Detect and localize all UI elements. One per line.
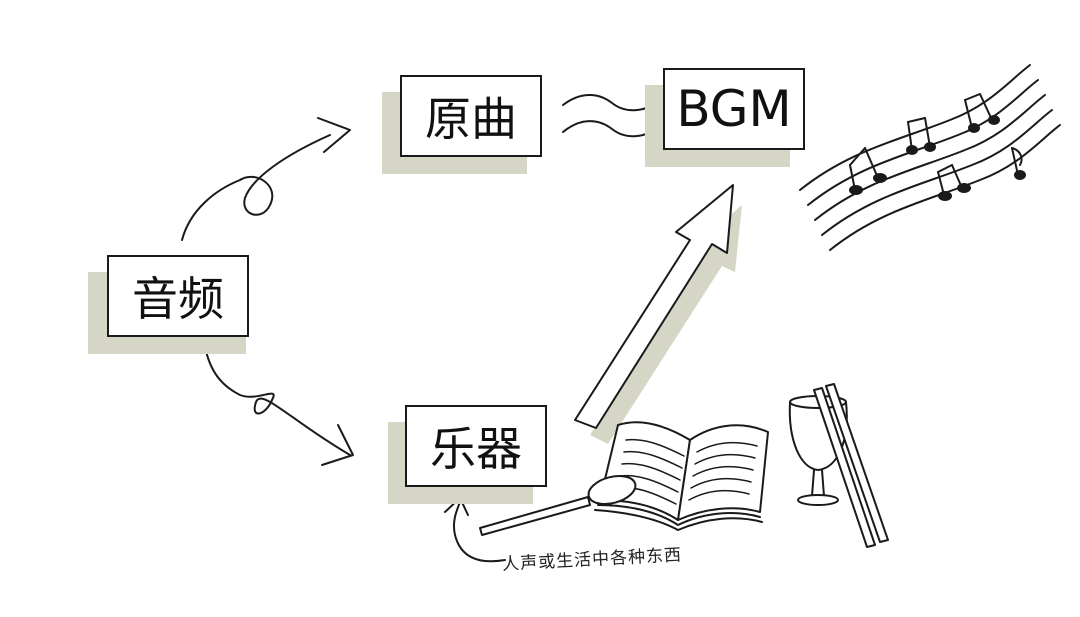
bgm-label: BGM	[676, 80, 792, 138]
book-icon	[594, 421, 769, 531]
bgm-node: BGM	[663, 68, 805, 150]
arrow-instrument-to-bgm	[574, 184, 742, 444]
audio-node: 音频	[107, 255, 249, 337]
spoon-icon	[479, 474, 637, 536]
arrow-audio-to-instrument	[204, 346, 351, 456]
arrowhead-audio-to-instrument	[321, 424, 354, 466]
chopsticks-icon	[813, 383, 889, 548]
arrowhead-audio-to-original	[317, 117, 351, 153]
arrow-note-to-instrument	[452, 501, 506, 563]
music-notes-icon	[799, 64, 1061, 251]
original-label: 原曲	[425, 92, 517, 146]
audio-label: 音频	[132, 272, 224, 326]
music-note-heads	[849, 115, 1026, 201]
instrument-node: 乐器	[405, 405, 547, 487]
original-node: 原曲	[400, 75, 542, 157]
arrow-audio-to-original	[181, 134, 331, 241]
instrument-label: 乐器	[430, 422, 522, 476]
